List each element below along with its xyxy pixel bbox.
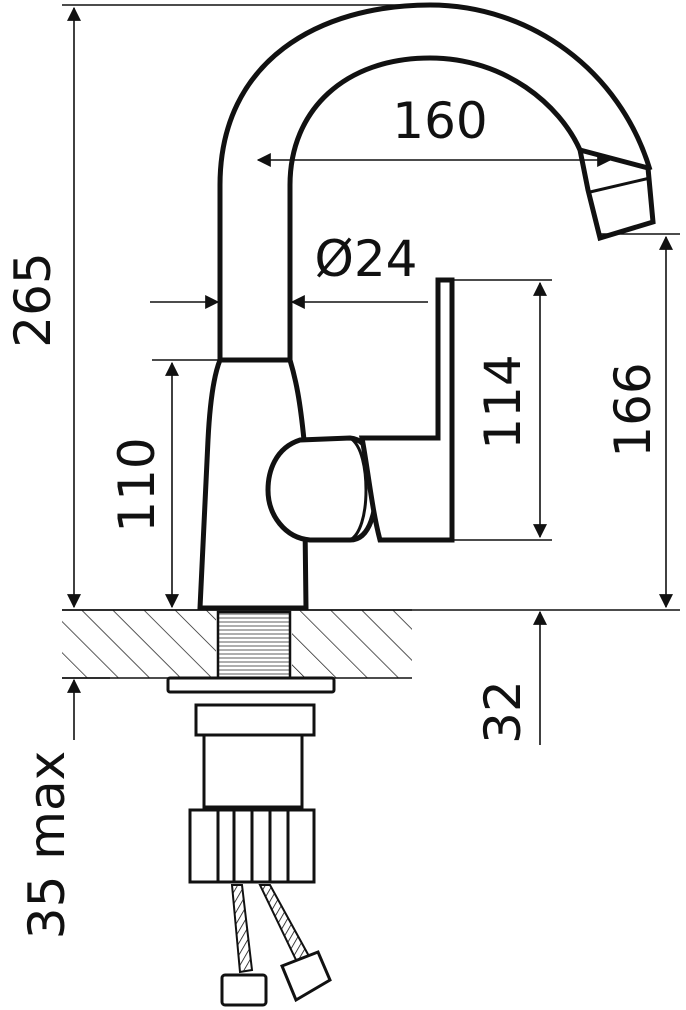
label-lever-height: 114 xyxy=(474,354,532,449)
label-total-height: 265 xyxy=(4,252,62,347)
label-body-height: 110 xyxy=(108,437,166,532)
label-spout-diameter: Ø24 xyxy=(315,230,418,288)
faucet-body xyxy=(197,277,455,611)
label-outlet-height: 166 xyxy=(604,362,662,457)
label-max-mount: 35 max xyxy=(18,751,76,939)
dimension-labels: 265 160 Ø24 110 114 166 32 35 max xyxy=(4,92,662,939)
mounting-assembly xyxy=(166,610,336,884)
label-countertop-thickness: 32 xyxy=(474,680,532,744)
label-spout-reach: 160 xyxy=(392,92,487,150)
dimension-lines xyxy=(62,4,680,745)
flex-hoses xyxy=(220,884,332,1007)
